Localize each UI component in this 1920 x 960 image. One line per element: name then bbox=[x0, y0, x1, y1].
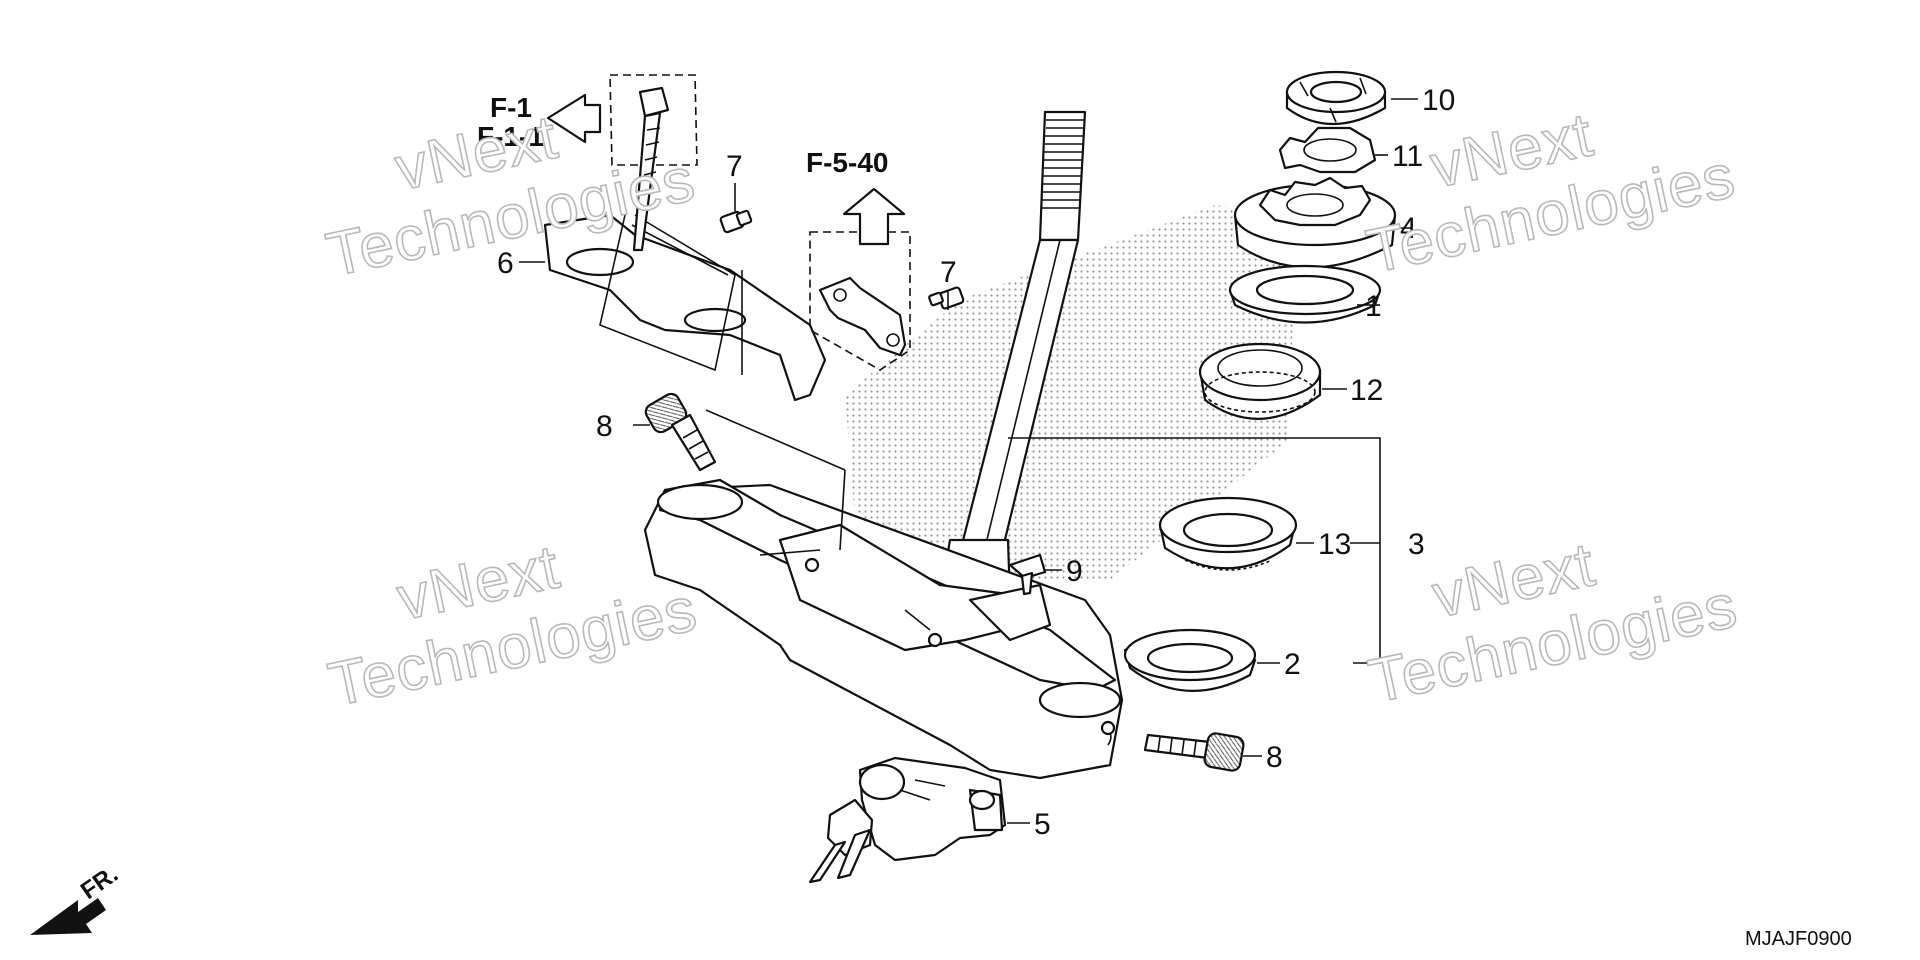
ref-label-f11: F-1-1 bbox=[477, 121, 544, 152]
adjusting-nut-4 bbox=[1233, 176, 1397, 269]
watermark-top-right: vNext Technologies bbox=[1360, 99, 1742, 287]
cable-guide-part-6 bbox=[543, 213, 827, 402]
dashed-box-bolt bbox=[609, 74, 698, 166]
callout-4: 4 bbox=[1400, 212, 1417, 245]
bearing-12 bbox=[1198, 342, 1322, 420]
bolt-7-left bbox=[719, 209, 753, 234]
callout-2: 2 bbox=[1284, 648, 1301, 681]
lock-washer-11 bbox=[1278, 126, 1377, 174]
callout-9: 9 bbox=[1066, 555, 1083, 588]
front-direction-arrow bbox=[30, 898, 106, 935]
diagram-code: MJAJF0900 bbox=[1745, 928, 1852, 950]
ref-label-f540: F-5-40 bbox=[806, 147, 888, 178]
ref-arrow-f540 bbox=[842, 187, 906, 246]
leader-lines bbox=[519, 98, 1418, 824]
dust-seal-1 bbox=[1228, 264, 1382, 324]
bottom-bridge bbox=[643, 478, 1124, 780]
callout-5: 5 bbox=[1034, 808, 1051, 841]
lock-nut-10 bbox=[1285, 70, 1387, 125]
callout-8-lower: 8 bbox=[1266, 741, 1283, 774]
watermark-top-left: vNext Technologies bbox=[320, 102, 702, 291]
callout-7-left: 7 bbox=[726, 150, 743, 183]
ref-arrow-f1 bbox=[546, 93, 602, 144]
dust-seal-2 bbox=[1123, 628, 1257, 692]
bracket-part bbox=[818, 276, 907, 357]
socket-bolt-8-upper bbox=[644, 392, 717, 472]
screw-9 bbox=[1008, 553, 1047, 596]
dotted-assembly-shading bbox=[845, 205, 1295, 580]
steering-lock-part-5 bbox=[808, 756, 1007, 884]
front-label: FR. bbox=[76, 861, 123, 905]
callout-11: 11 bbox=[1392, 140, 1423, 173]
callout-10: 10 bbox=[1422, 84, 1455, 117]
callout-13: 13 bbox=[1318, 528, 1351, 561]
socket-bolt-8-lower bbox=[1143, 732, 1245, 772]
callout-6: 6 bbox=[497, 247, 514, 280]
ref-label-f1: F-1 bbox=[490, 92, 532, 123]
callout-8-upper: 8 bbox=[596, 410, 613, 443]
watermark-bottom-left: vNext Technologies bbox=[322, 532, 704, 721]
dashed-box-bracket bbox=[809, 231, 911, 371]
callout-7-right: 7 bbox=[940, 256, 957, 289]
callout-12: 12 bbox=[1350, 374, 1383, 407]
flange-bolt-top bbox=[632, 86, 670, 252]
callout-1: 1 bbox=[1365, 290, 1382, 323]
bracket-frame-line bbox=[599, 214, 736, 372]
bearing-13 bbox=[1158, 496, 1298, 571]
callout-3: 3 bbox=[1408, 528, 1425, 561]
